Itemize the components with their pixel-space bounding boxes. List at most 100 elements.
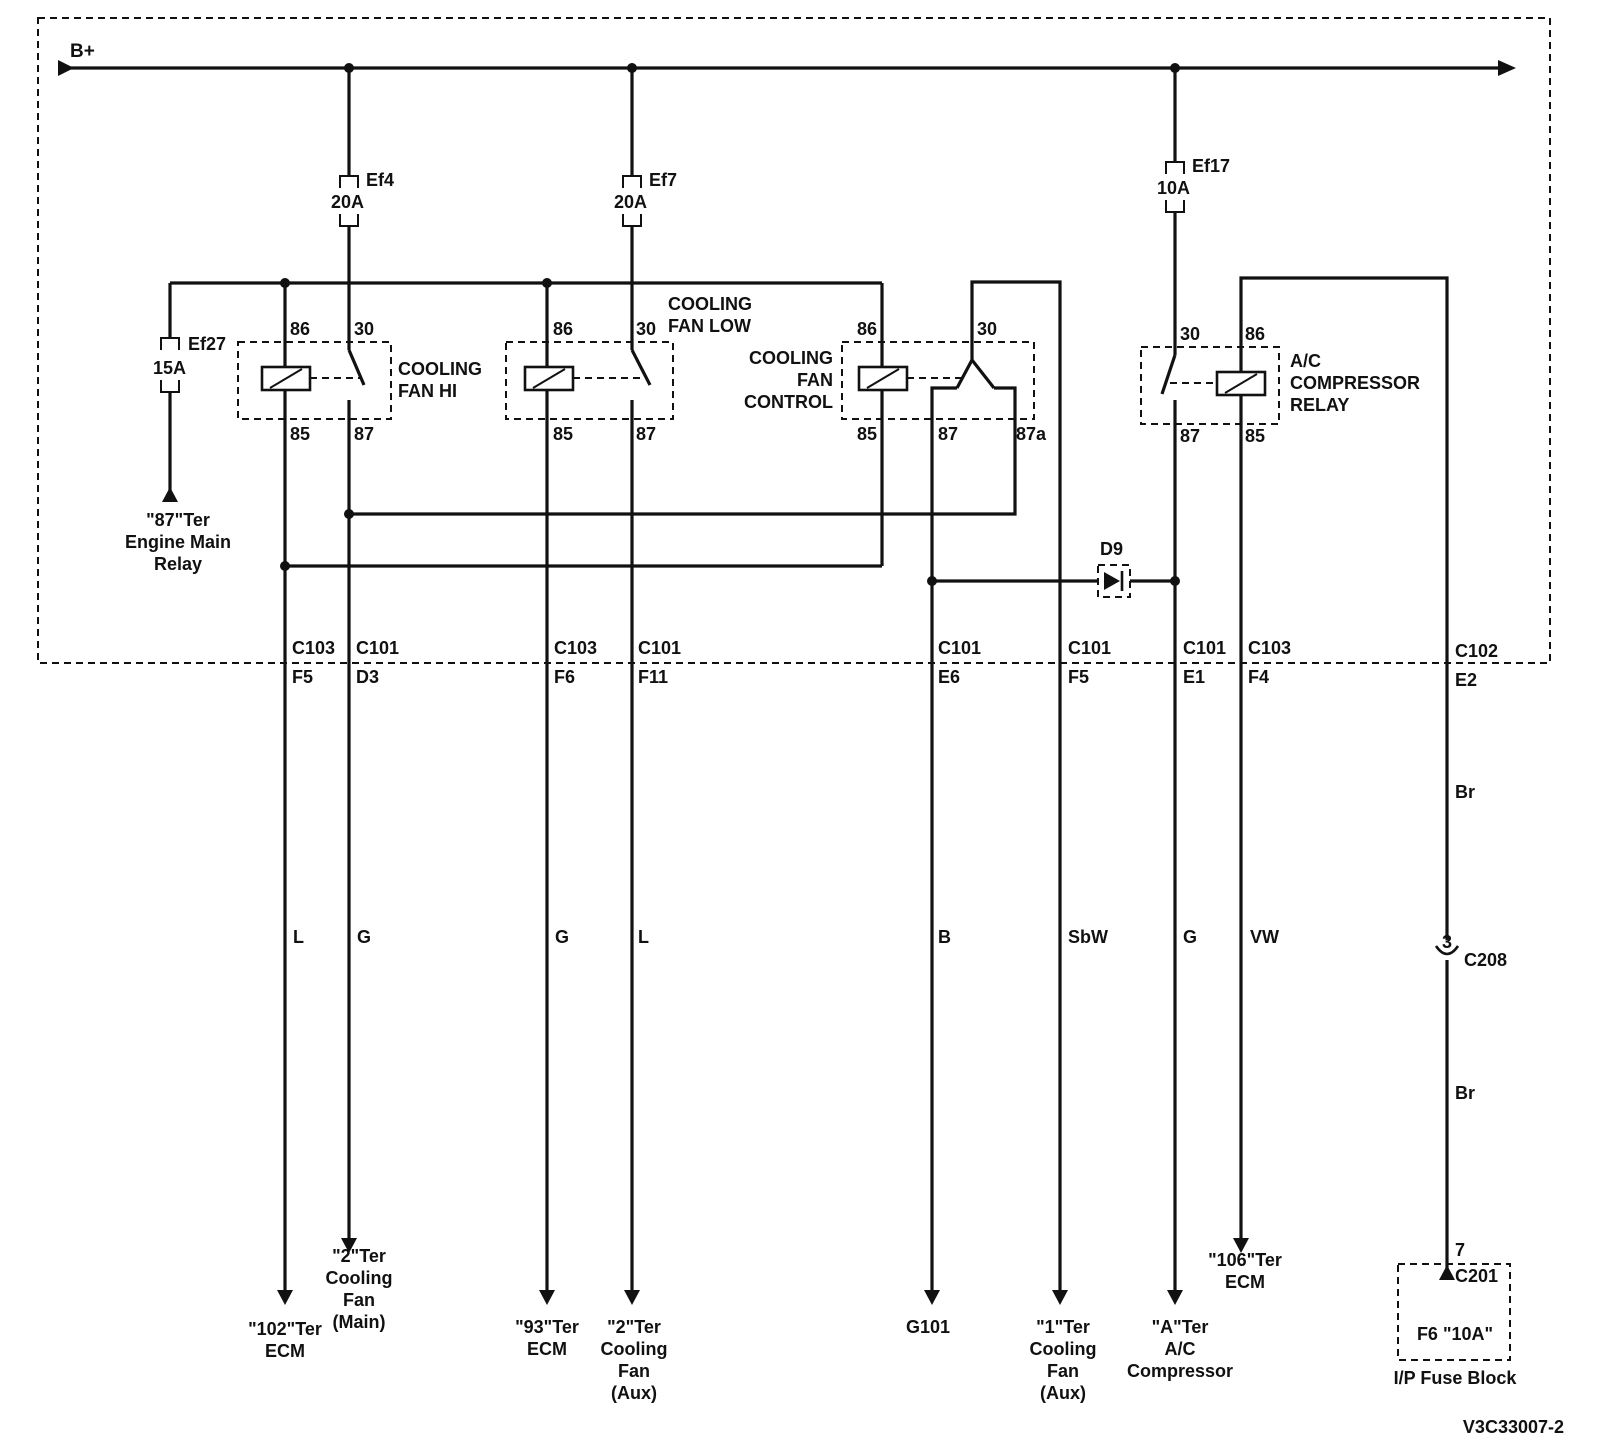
svg-text:"2"Ter: "2"Ter [332,1246,386,1266]
svg-text:G: G [357,927,371,947]
svg-text:F5: F5 [292,667,313,687]
svg-text:(Aux): (Aux) [1040,1383,1086,1403]
fuse-ef27: Ef27 15A [153,278,882,502]
engine-main-relay-label: "87"Ter Engine Main Relay [125,510,231,574]
figure-id: V3C33007-2 [1463,1417,1564,1437]
svg-text:Fan: Fan [1047,1361,1079,1381]
svg-text:30: 30 [354,319,374,339]
svg-text:Cooling: Cooling [601,1339,668,1359]
svg-text:C101: C101 [938,638,981,658]
bplus-bus: B+ [58,41,1516,76]
svg-text:Br: Br [1455,1083,1475,1103]
svg-text:C101: C101 [356,638,399,658]
svg-text:"106"Ter: "106"Ter [1208,1250,1282,1270]
svg-text:B: B [938,927,951,947]
fuse-block-boundary [37,17,1551,664]
svg-text:C103: C103 [554,638,597,658]
svg-text:"93"Ter: "93"Ter [515,1317,579,1337]
svg-text:I/P Fuse Block: I/P Fuse Block [1394,1368,1518,1388]
svg-text:Ef7: Ef7 [649,170,677,190]
svg-text:Br: Br [1455,782,1475,802]
svg-text:Relay: Relay [154,554,202,574]
ip-fuse-block: 7 C201 F6 "10A" I/P Fuse Block [1394,1240,1518,1388]
relay-cooling-fan-hi: 86 30 85 87 COOLING FAN HI [237,283,482,1238]
svg-text:Cooling: Cooling [326,1268,393,1288]
svg-text:30: 30 [977,319,997,339]
svg-text:F11: F11 [638,667,668,687]
svg-text:30: 30 [1180,324,1200,344]
svg-text:C102: C102 [1455,641,1498,661]
relay-ac-compressor: 30 86 87 85 A/C COMPRESSOR RELAY [1140,276,1449,1290]
svg-text:86: 86 [553,319,573,339]
svg-text:(Main): (Main) [333,1312,386,1332]
connector-labels: C103 F5 C101 D3 C103 F6 C101 F11 C101 E6… [292,638,1498,690]
svg-text:85: 85 [1245,426,1265,446]
svg-text:ECM: ECM [1225,1272,1265,1292]
svg-text:Ef17: Ef17 [1192,156,1230,176]
svg-text:E2: E2 [1455,670,1477,690]
svg-text:A/C: A/C [1165,1339,1196,1359]
svg-text:15A: 15A [153,358,186,378]
destination-labels: "102"Ter ECM "2"Ter Cooling Fan (Main) "… [248,1246,1282,1403]
svg-text:COMPRESSOR: COMPRESSOR [1290,373,1420,393]
svg-text:CONTROL: CONTROL [744,392,833,412]
svg-text:87: 87 [354,424,374,444]
svg-text:"2"Ter: "2"Ter [607,1317,661,1337]
svg-text:FAN: FAN [797,370,833,390]
svg-text:C103: C103 [292,638,335,658]
fuse-ef7: Ef7 20A [614,68,677,350]
svg-text:"87"Ter: "87"Ter [146,510,210,530]
connector-c208: 3 C208 [1434,932,1507,1280]
svg-text:C103: C103 [1248,638,1291,658]
svg-text:C101: C101 [1068,638,1111,658]
svg-text:G: G [1183,927,1197,947]
svg-text:F6: F6 [554,667,575,687]
svg-text:87a: 87a [1016,424,1047,444]
svg-text:86: 86 [1245,324,1265,344]
svg-text:85: 85 [857,424,877,444]
relay-cooling-fan-control: 86 30 85 87 87a COOLING FAN CONTROL [344,280,1062,1290]
svg-text:"A"Ter: "A"Ter [1152,1317,1209,1337]
svg-text:Fan: Fan [343,1290,375,1310]
svg-text:F4: F4 [1248,667,1269,687]
svg-text:85: 85 [553,424,573,444]
svg-text:10A: 10A [1157,178,1190,198]
svg-text:20A: 20A [614,192,647,212]
svg-text:"102"Ter: "102"Ter [248,1319,322,1339]
svg-text:C101: C101 [1183,638,1226,658]
svg-text:ECM: ECM [265,1341,305,1361]
svg-text:VW: VW [1250,927,1279,947]
wire-color-labels: L G G L B SbW G VW Br Br [293,782,1475,1103]
svg-text:L: L [293,927,304,947]
svg-text:Ef4: Ef4 [366,170,394,190]
svg-text:30: 30 [636,319,656,339]
svg-text:L: L [638,927,649,947]
svg-text:C101: C101 [638,638,681,658]
svg-text:87: 87 [938,424,958,444]
svg-text:FAN LOW: FAN LOW [668,316,751,336]
svg-text:Fan: Fan [618,1361,650,1381]
svg-text:Compressor: Compressor [1127,1361,1233,1381]
svg-text:Ef27: Ef27 [188,334,226,354]
svg-text:D9: D9 [1100,539,1123,559]
svg-text:Cooling: Cooling [1030,1339,1097,1359]
svg-text:C208: C208 [1464,950,1507,970]
svg-text:G: G [555,927,569,947]
svg-text:(Aux): (Aux) [611,1383,657,1403]
svg-text:COOLING: COOLING [398,359,482,379]
svg-text:COOLING: COOLING [749,348,833,368]
svg-text:E1: E1 [1183,667,1205,687]
svg-text:F6 "10A": F6 "10A" [1417,1324,1493,1344]
svg-text:F5: F5 [1068,667,1089,687]
svg-text:SbW: SbW [1068,927,1108,947]
svg-text:86: 86 [857,319,877,339]
relay-cooling-fan-low: 86 30 85 87 COOLING FAN LOW [505,283,752,1290]
svg-text:86: 86 [290,319,310,339]
termination-arrows [277,1238,1249,1305]
svg-text:C201: C201 [1455,1266,1498,1286]
svg-text:20A: 20A [331,192,364,212]
fuse-ef4: Ef4 20A [331,68,394,350]
svg-text:D3: D3 [356,667,379,687]
relay-85-common [280,561,882,1290]
